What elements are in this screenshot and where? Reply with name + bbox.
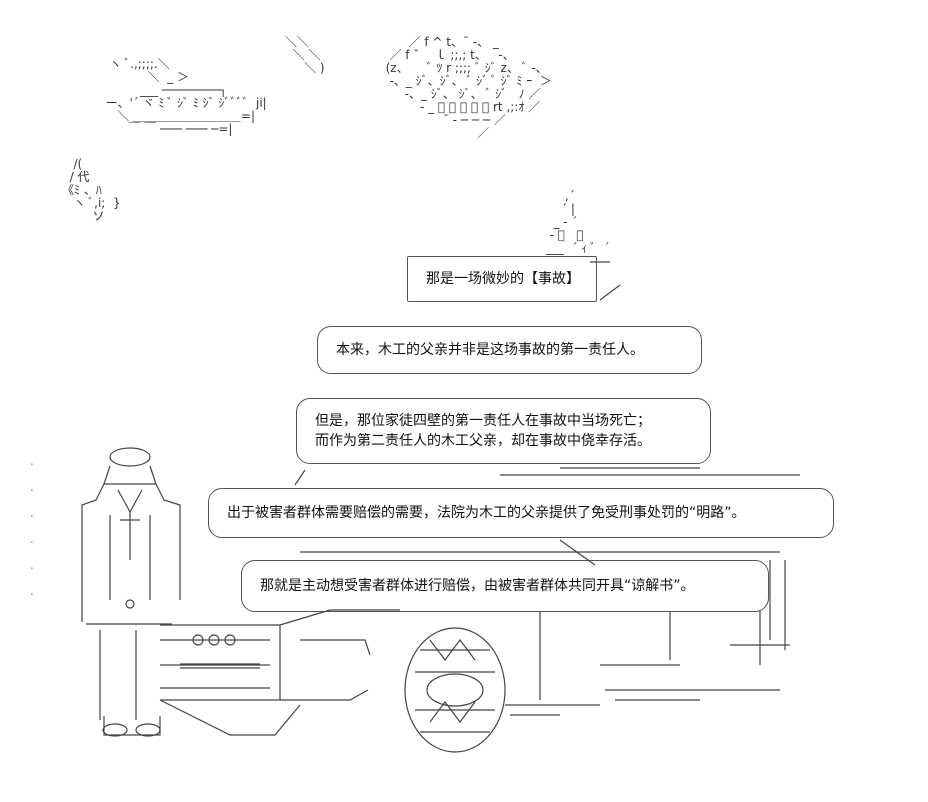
narration-box-3: 但是，那位家徒四壁的第一责任人在事故中当场死亡； 而作为第二责任人的木工父亲，却… [296,398,711,464]
art-fragment-left: /( / 代 《ﾐ 、ﾊ ヽ ﾞ,i; } ソ [62,157,121,223]
narration-box-5: 那就是主动想受害者群体进行赔偿，由被害者群体共同开具“谅解书”。 [241,560,769,612]
narration-line: 出于被害者群体需要赔偿的需要，法院为木工的父亲提供了免受刑事处罚的“明路”。 [227,505,746,521]
narration-box-4: 出于被害者群体需要赔偿的需要，法院为木工的父亲提供了免受刑事处罚的“明路”。 [208,488,834,538]
left-margin-dots: . . . . . . [30,454,34,598]
art-fragment-right: ,´ ´ | _ ‐ ´ ‐ ﾞ ／ ___ ´ ｨ ﾞ ´ [545,189,610,255]
art-debris-top-left: ヽ ﾞ.,;;;;.＼ ＼ _ ＞ ___ ────────┐ ー、'´ ヾ ﾐ… [105,57,267,136]
art-debris-top-right: ／ f ^ t、¯ -、 _ ／ f ˇ ｌ ;;,; t、 ‐、 (z、 ﾞ … [385,35,552,140]
narration-line: 但是，那位家徒四壁的第一责任人在事故中当场死亡； [315,413,651,429]
narration-box-2: 本来，木工的父亲并非是这场事故的第一责任人。 [317,326,702,374]
narration-line: 本来，木工的父亲并非是这场事故的第一责任人。 [336,342,644,358]
art-debris-top-middle: ＼＼ ＼ ＼ ＼ ) [285,35,325,75]
narration-line: 而作为第二责任人的木工父亲，却在事故中侥幸存活。 [315,433,651,449]
standing-figure [81,447,181,737]
narration-box-1: 那是一场微妙的【事故】 [407,256,597,302]
narration-line: 那是一场微妙的【事故】 [426,271,580,287]
narration-line: 那就是主动想受害者群体进行赔偿，由被害者群体共同开具“谅解书”。 [260,578,695,594]
